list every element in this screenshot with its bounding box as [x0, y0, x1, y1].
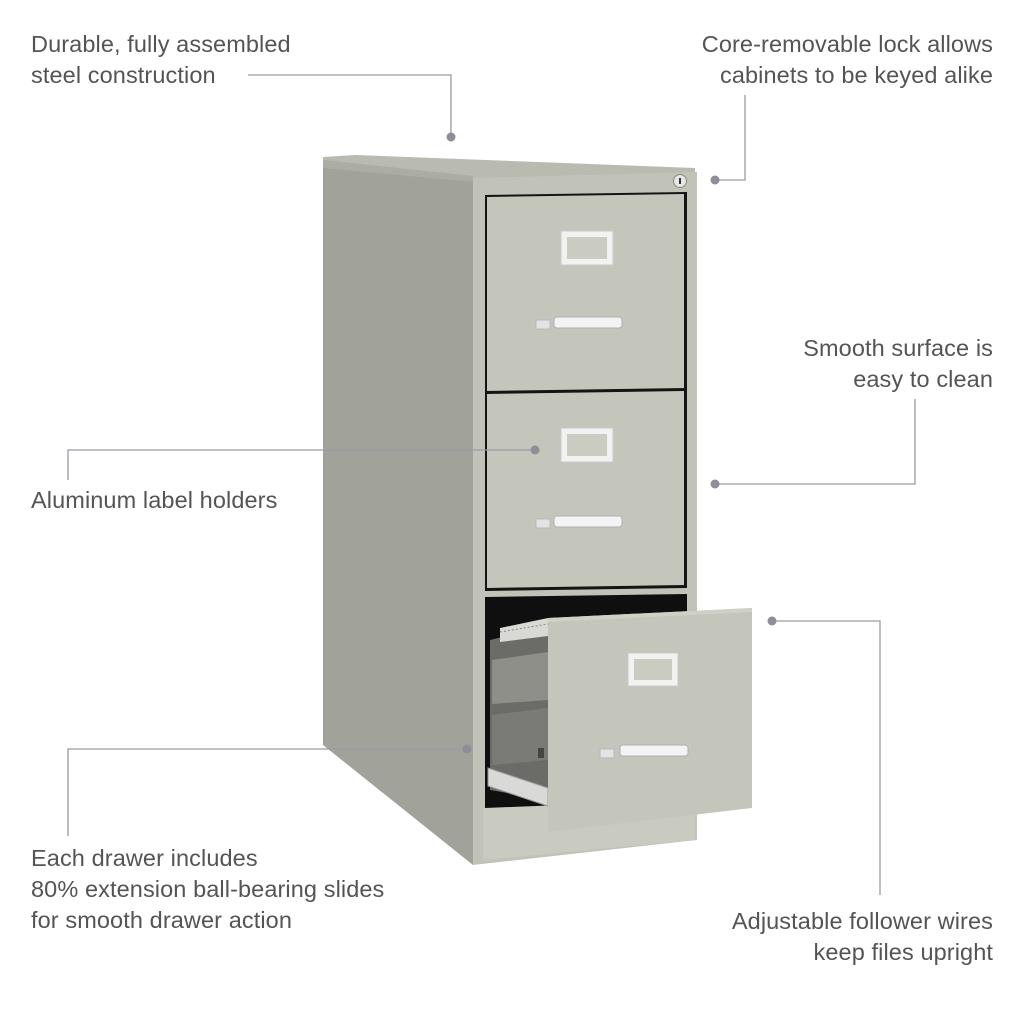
lock-icon	[673, 174, 687, 188]
callout-steel-construction: Durable, fully assembled steel construct…	[31, 29, 291, 91]
callout-ball-bearing-slides: Each drawer includes 80% extension ball-…	[31, 843, 384, 936]
callout-line: Core-removable lock allows	[701, 31, 993, 57]
label-holder-icon	[560, 230, 614, 266]
leader-dot-icon	[710, 175, 720, 185]
leader-lock	[716, 95, 746, 181]
callout-line: Smooth surface is	[803, 335, 993, 361]
callout-line: Adjustable follower wires	[731, 908, 993, 934]
callout-line: Durable, fully assembled	[31, 31, 291, 57]
leader-dot-icon	[462, 744, 472, 754]
leader-labels	[67, 449, 535, 480]
callout-smooth-surface: Smooth surface is easy to clean	[803, 333, 993, 395]
leader-dot-icon	[530, 445, 540, 455]
label-holder-icon	[560, 427, 614, 463]
leader-lines	[67, 74, 916, 895]
callout-line: cabinets to be keyed alike	[719, 62, 993, 88]
drawer-bottom-open	[485, 594, 752, 832]
drawer-top	[485, 192, 687, 395]
leader-dot-icon	[767, 616, 777, 626]
leader-surface	[716, 399, 916, 485]
callout-line: steel construction	[31, 62, 216, 88]
label-holder-icon	[627, 652, 679, 687]
callout-line: keep files upright	[813, 939, 993, 965]
callout-core-removable-lock: Core-removable lock allows cabinets to b…	[702, 29, 993, 91]
callout-line: easy to clean	[853, 366, 993, 392]
drawer-handle-icon	[599, 744, 689, 759]
drawer-middle	[485, 388, 687, 591]
drawer-handle-icon	[535, 515, 623, 529]
callout-line: 80% extension ball-bearing slides	[31, 876, 385, 902]
drawer-handle-icon	[535, 316, 623, 330]
leader-wires	[772, 620, 881, 895]
leader-steel	[248, 74, 452, 136]
leader-dot-icon	[446, 132, 456, 142]
callout-line: Aluminum label holders	[31, 487, 278, 513]
callout-label-holders: Aluminum label holders	[31, 485, 277, 516]
leader-dots	[446, 132, 777, 754]
callout-line: for smooth drawer action	[31, 907, 293, 933]
cabinet-side-panel	[323, 162, 473, 865]
callout-line: Each drawer includes	[31, 845, 258, 871]
leader-dot-icon	[710, 479, 720, 489]
leader-slides	[67, 748, 467, 836]
callout-follower-wires: Adjustable follower wires keep files upr…	[732, 906, 993, 968]
